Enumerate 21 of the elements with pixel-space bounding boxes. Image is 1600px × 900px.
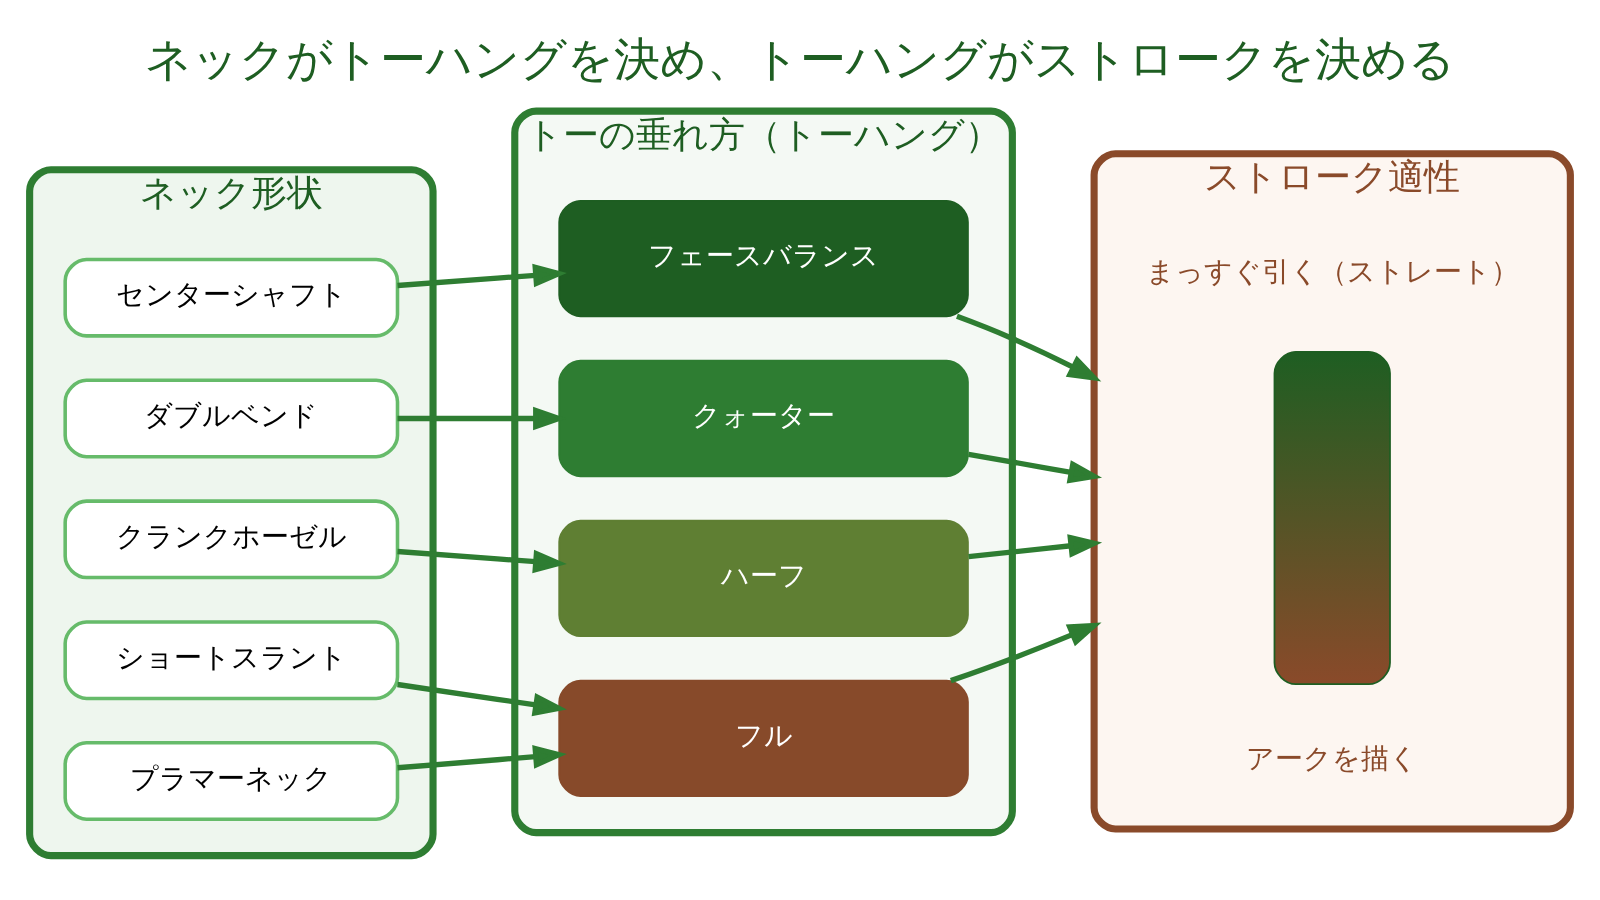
- arrow: [968, 533, 1103, 559]
- node-box: センターシャフト: [63, 257, 400, 338]
- node-box: ショートスラント: [63, 619, 400, 700]
- arrow: [397, 681, 567, 716]
- arrow: [956, 313, 1102, 382]
- node-box: ハーフ: [558, 519, 969, 637]
- arrow: [968, 451, 1103, 484]
- arrow: [397, 548, 567, 573]
- arrow: [950, 621, 1102, 683]
- node-box: ダブルベンド: [63, 378, 400, 458]
- node-text: アークを描く: [1246, 741, 1419, 775]
- arrow: [397, 744, 567, 770]
- arrow: [397, 263, 567, 288]
- diagram-title: ネックがトーハングを決め、トーハングがストロークを決める: [145, 31, 1455, 86]
- node-box: クォーター: [558, 359, 969, 477]
- node-bar: [1273, 350, 1391, 685]
- node-box: クランクホーゼル: [63, 498, 400, 579]
- node-text: まっすぐ引く（ストレート）: [1145, 254, 1519, 288]
- node-box: フル: [558, 679, 969, 797]
- node-box: フェースバランス: [558, 199, 969, 317]
- node-box: プラマーネック: [63, 740, 400, 821]
